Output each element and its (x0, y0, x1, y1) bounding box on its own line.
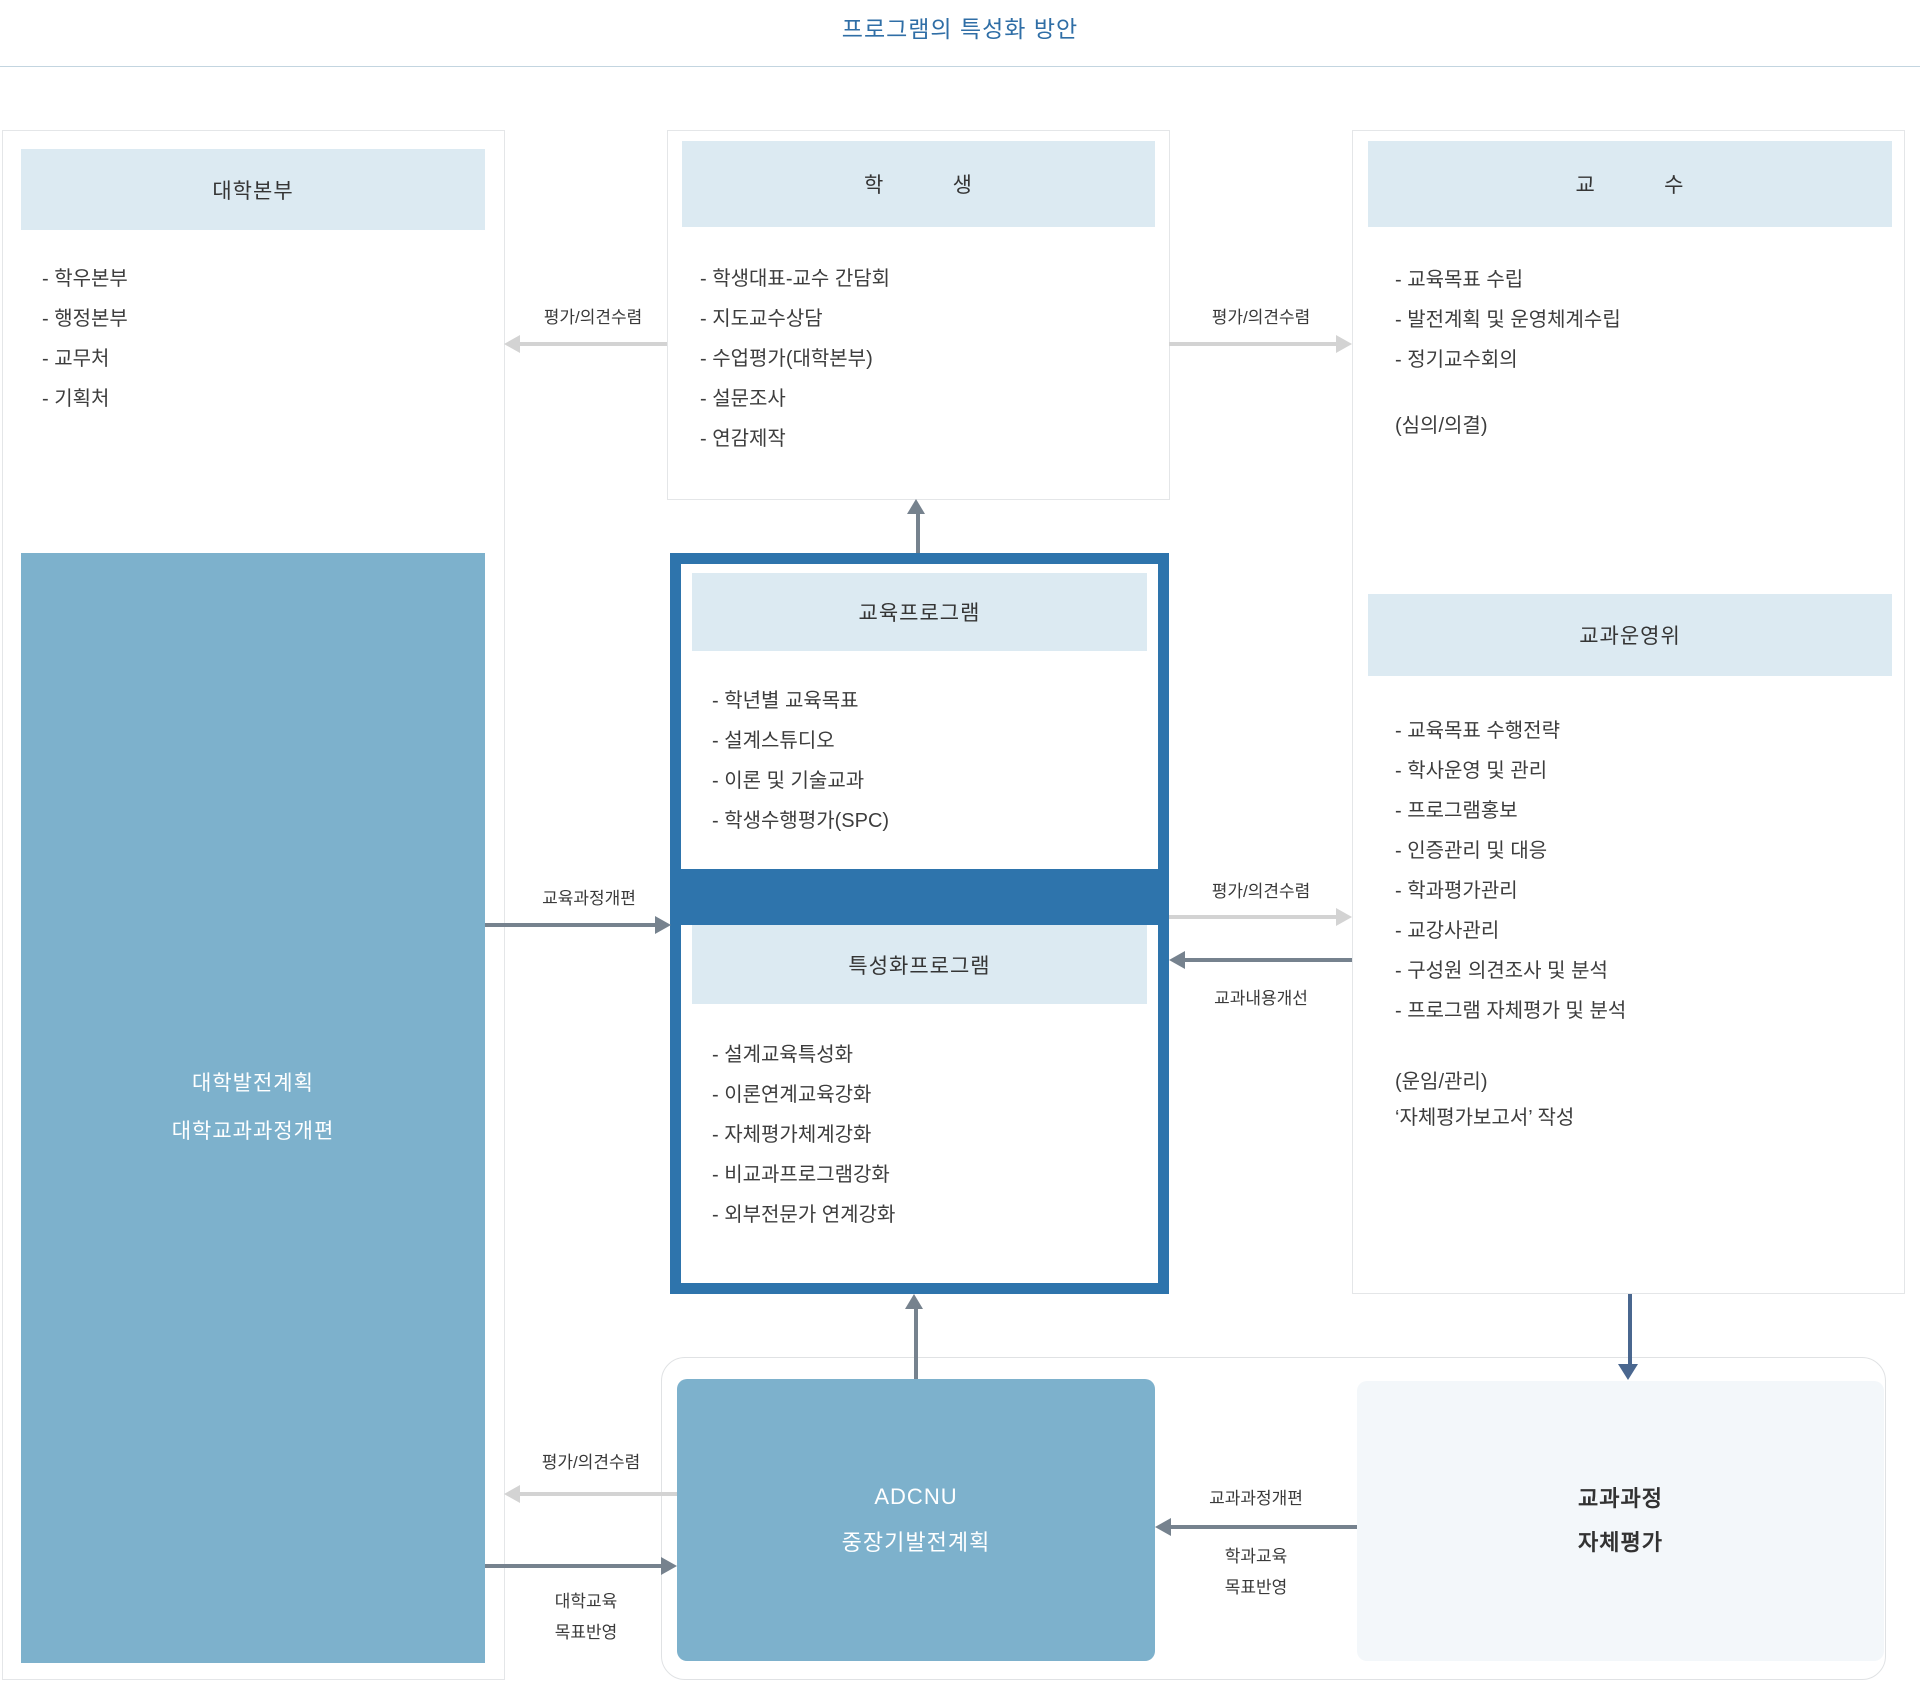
special-program-list: - 설계교육특성화 - 이론연계교육강화 - 자체평가체계강화 - 비교과프로그… (712, 1035, 895, 1235)
arrow-label-two-line: 학과교육 목표반영 (1181, 1541, 1331, 1603)
university-hq-header: 대학본부 (21, 149, 485, 230)
list-item: - 자체평가체계강화 (712, 1124, 872, 1146)
list-item: - 수업평가(대학본부) (700, 348, 873, 370)
arrow-left-icon (504, 335, 520, 353)
list-item: - 구성원 의견조사 및 분석 (1395, 960, 1608, 982)
student-header: 학 생 (682, 141, 1155, 227)
list-item: - 이론연계교육강화 (712, 1084, 872, 1106)
committee-list: - 교육목표 수행전략 - 학사운영 및 관리 - 프로그램홍보 - 인증관리 … (1395, 711, 1626, 1031)
arrow-shaft (485, 1564, 661, 1568)
arrow-left-icon (1169, 951, 1185, 969)
arrow-shaft (519, 342, 667, 346)
arrow-up-icon (907, 499, 925, 514)
arrow-label-line1: 대학교육 (554, 1592, 618, 1611)
education-program-list: - 학년별 교육목표 - 설계스튜디오 - 이론 및 기술교과 - 학생수행평가… (712, 681, 889, 841)
list-item: - 교강사관리 (1395, 920, 1500, 942)
arrow-down-icon (1618, 1364, 1638, 1380)
arrow-label: 교과내용개선 (1214, 989, 1308, 1008)
arrow-label: 평가/의견수렴 (541, 1453, 641, 1472)
list-item: - 교무처 (42, 348, 110, 370)
list-item: - 학년별 교육목표 (712, 690, 859, 712)
list-item: - 비교과프로그램강화 (712, 1164, 890, 1186)
university-hq-list: - 학우본부 - 행정본부 - 교무처 - 기획처 (42, 259, 128, 419)
list-item: - 프로그램홍보 (1395, 800, 1518, 822)
list-item: - 행정본부 (42, 308, 128, 330)
list-item: - 학생대표-교수 간담회 (700, 268, 891, 290)
arrow-label-two-line: 대학교육 목표반영 (511, 1586, 661, 1648)
arrow-right-icon (655, 916, 671, 934)
development-plan-box: 대학발전계획 대학교과과정개편 (21, 553, 485, 1663)
development-plan-line1: 대학발전계획 (192, 1072, 314, 1095)
arrow-label: 평가/의견수렴 (543, 308, 643, 327)
development-plan-line2: 대학교과과정개편 (171, 1120, 335, 1143)
professor-list: - 교육목표 수립 - 발전계획 및 운영체계수립 - 정기교수회의 (1395, 260, 1621, 380)
list-item: - 프로그램 자체평가 및 분석 (1395, 1000, 1627, 1022)
adcnu-line1: ADCNU (874, 1484, 958, 1509)
list-item: - 연감제작 (700, 428, 786, 450)
professor-header: 교 수 (1368, 141, 1892, 227)
arrow-label-line2: 목표반영 (554, 1623, 618, 1642)
arrow-label: 평가/의견수렴 (1211, 308, 1311, 327)
arrow-shaft (1185, 958, 1352, 962)
list-item: - 정기교수회의 (1395, 349, 1518, 371)
arrow-shaft (1171, 1525, 1357, 1529)
self-eval-line1: 교과과정 (1578, 1486, 1663, 1511)
professor-panel (1352, 130, 1905, 1294)
list-item: - 발전계획 및 운영체계수립 (1395, 309, 1621, 331)
title-divider-line (0, 66, 1920, 67)
special-program-header: 특성화프로그램 (692, 925, 1147, 1004)
arrow-shaft (1169, 342, 1336, 346)
arrow-label: 평가/의견수렴 (1211, 882, 1311, 901)
list-item: - 외부전문가 연계강화 (712, 1204, 896, 1226)
student-list: - 학생대표-교수 간담회 - 지도교수상담 - 수업평가(대학본부) - 설문… (700, 259, 890, 459)
list-item: - 설계교육특성화 (712, 1044, 854, 1066)
arrow-right-icon (1336, 335, 1352, 353)
arrow-shaft (1628, 1294, 1632, 1366)
deliberation-note: (심의/의결) (1395, 415, 1488, 437)
list-item: - 설문조사 (700, 388, 786, 410)
list-item: - 지도교수상담 (700, 308, 823, 330)
committee-note-report: ‘자체평가보고서’ 작성 (1395, 1107, 1575, 1129)
arrow-shaft (1169, 915, 1336, 919)
arrow-up-icon (905, 1294, 923, 1309)
list-item: - 교육목표 수행전략 (1395, 720, 1560, 742)
list-item: - 이론 및 기술교과 (712, 770, 865, 792)
arrow-label-line2: 목표반영 (1224, 1578, 1288, 1597)
arrow-shaft (485, 923, 655, 927)
self-eval-line2: 자체평가 (1578, 1530, 1663, 1555)
curriculum-self-evaluation-box: 교과과정 자체평가 (1357, 1381, 1884, 1661)
page-title: 프로그램의 특성화 방안 (841, 16, 1079, 42)
list-item: - 학우본부 (42, 268, 128, 290)
education-program-header: 교육프로그램 (692, 573, 1147, 651)
adcnu-plan-box: ADCNU 중장기발전계획 (677, 1379, 1155, 1661)
list-item: - 교육목표 수립 (1395, 269, 1524, 291)
list-item: - 설계스튜디오 (712, 730, 835, 752)
committee-header: 교과운영위 (1368, 594, 1892, 676)
arrow-label: 교과과정개편 (1209, 1489, 1303, 1508)
list-item: - 학사운영 및 관리 (1395, 760, 1548, 782)
adcnu-line2: 중장기발전계획 (841, 1530, 991, 1555)
arrow-right-icon (661, 1557, 677, 1575)
arrow-shaft (519, 1492, 677, 1496)
list-item: - 기획처 (42, 388, 110, 410)
arrow-shaft (914, 1309, 918, 1379)
list-item: - 학과평가관리 (1395, 880, 1518, 902)
list-item: - 인증관리 및 대응 (1395, 840, 1548, 862)
arrow-left-icon (504, 1485, 520, 1503)
arrow-left-icon (1155, 1518, 1171, 1536)
program-divider-band (681, 869, 1158, 925)
arrow-label: 교육과정개편 (542, 889, 636, 908)
arrow-right-icon (1336, 908, 1352, 926)
arrow-label-line1: 학과교육 (1224, 1547, 1288, 1566)
committee-note-management: (운임/관리) (1395, 1071, 1488, 1093)
list-item: - 학생수행평가(SPC) (712, 810, 890, 832)
arrow-shaft (916, 513, 920, 553)
